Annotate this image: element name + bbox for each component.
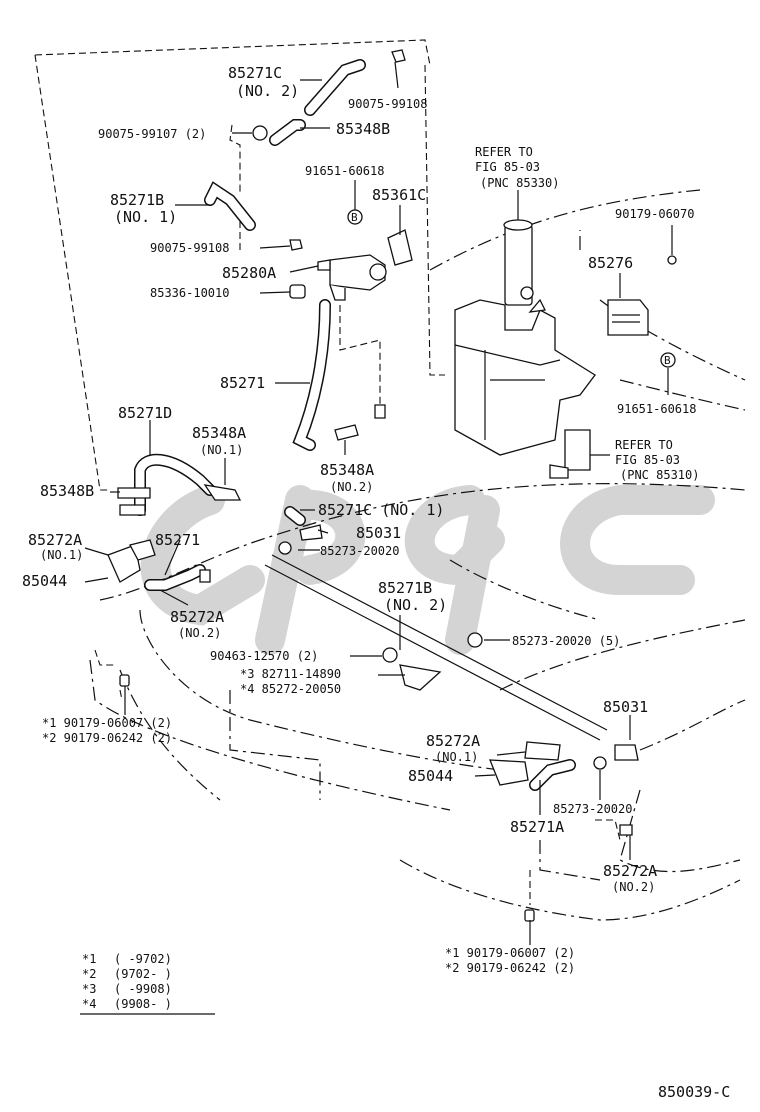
label-85044-right: 85044 xyxy=(408,767,453,785)
label-85273-20020-right: 85273-20020 xyxy=(553,802,632,816)
leader-lines xyxy=(84,61,673,945)
refer-top-line3: (PNC 85330) xyxy=(480,176,559,190)
label-90075-99107: 90075-99107 (2) xyxy=(98,127,206,141)
label-85271b-no1: 85271B xyxy=(110,191,164,209)
washer-tank xyxy=(454,219,596,479)
label-90075-99108-top: 90075-99108 xyxy=(348,97,427,111)
label-85280a: 85280A xyxy=(222,264,276,282)
legend-mark-4: *4 xyxy=(82,997,96,1011)
assembly-boundary xyxy=(34,39,621,905)
label-82711-14890: *3 82711-14890 xyxy=(240,667,341,681)
date-legend: *1 ( -9702) *2 (9702- ) *3 ( -9908) *4 (… xyxy=(80,952,215,1015)
label-85272-20050: *4 85272-20050 xyxy=(240,682,341,696)
label-85272a-no2-left: 85272A xyxy=(170,608,224,626)
svg-text:B: B xyxy=(664,354,671,367)
label-85272a-no1-left: 85272A xyxy=(28,531,82,549)
label-85271c-no1: 85271C (NO. 1) xyxy=(318,501,444,519)
label-85031-mid: 85031 xyxy=(356,524,401,542)
label-85271d: 85271D xyxy=(118,404,172,422)
legend-range-2: (9702- ) xyxy=(114,967,172,981)
label-90463-12570: 90463-12570 (2) xyxy=(210,649,318,663)
label-85348b-top: 85348B xyxy=(336,120,390,138)
legend-range-1: ( -9702) xyxy=(114,952,172,966)
label-91651-60618-top: 91651-60618 xyxy=(305,164,384,178)
label-85271c-no2: 85271C xyxy=(228,64,282,82)
label-91651-60618-right: 91651-60618 xyxy=(617,402,696,416)
label-85031-right: 85031 xyxy=(603,698,648,716)
label-85273-20020-mid: 85273-20020 xyxy=(320,544,399,558)
legend-range-4: (9908- ) xyxy=(114,997,172,1011)
washer-pump: B xyxy=(289,209,413,301)
legend-range-3: ( -9908) xyxy=(114,982,172,996)
label-85044-left: 85044 xyxy=(22,572,67,590)
label-85348a-no1-sub: (NO.1) xyxy=(200,443,243,457)
label-90179-06007-bottom: *1 90179-06007 (2) xyxy=(445,946,575,960)
label-85272a-no2-right: 85272A xyxy=(603,862,657,880)
hoses xyxy=(134,59,608,791)
label-85273-20020-5: 85273-20020 (5) xyxy=(512,634,620,648)
label-90179-06242-left: *2 90179-06242 (2) xyxy=(42,731,172,745)
label-85276: 85276 xyxy=(588,254,633,272)
label-85271b-no2: 85271B xyxy=(378,579,432,597)
label-85348a-no2-sub: (NO.2) xyxy=(330,480,373,494)
label-85271b-no2-sub: (NO. 2) xyxy=(384,596,447,614)
legend-mark-2: *2 xyxy=(82,967,96,981)
label-85348a-no1: 85348A xyxy=(192,424,246,442)
refer-top-line1: REFER TO xyxy=(475,145,533,159)
refer-top-line2: FIG 85-03 xyxy=(475,160,540,174)
label-85272a-no1-left-sub: (NO.1) xyxy=(40,548,83,562)
refer-mid-line3: (PNC 85310) xyxy=(620,468,699,482)
label-90179-06070: 90179-06070 xyxy=(615,207,694,221)
label-85336-10010: 85336-10010 xyxy=(150,286,229,300)
label-85271-left: 85271 xyxy=(155,531,200,549)
label-90179-06007-left: *1 90179-06007 (2) xyxy=(42,716,172,730)
label-85271a: 85271A xyxy=(510,818,564,836)
legend-mark-1: *1 xyxy=(82,952,96,966)
refer-mid-line1: REFER TO xyxy=(615,438,673,452)
refer-mid-line2: FIG 85-03 xyxy=(615,453,680,467)
label-85348b-left: 85348B xyxy=(40,482,94,500)
label-85348a-no2: 85348A xyxy=(320,461,374,479)
svg-text:B: B xyxy=(351,211,358,224)
part-labels: 85271C (NO. 2) 90075-99108 90075-99107 (… xyxy=(22,64,699,975)
label-85272a-no2-right-sub: (NO.2) xyxy=(612,880,655,894)
watermark-logo xyxy=(140,485,715,655)
label-85272a-no1-right-sub: (NO.1) xyxy=(435,750,478,764)
label-85272a-no2-left-sub: (NO.2) xyxy=(178,626,221,640)
label-85271b-no1-sub: (NO. 1) xyxy=(114,208,177,226)
label-90075-99108-mid: 90075-99108 xyxy=(150,241,229,255)
legend-mark-3: *3 xyxy=(82,982,96,996)
label-85272a-no1-right: 85272A xyxy=(426,732,480,750)
level-sensor: B xyxy=(607,255,677,368)
diagram-code: 850039-C xyxy=(658,1083,730,1101)
small-parts xyxy=(107,49,639,922)
label-85361c: 85361C xyxy=(372,186,426,204)
label-90179-06242-bottom: *2 90179-06242 (2) xyxy=(445,961,575,975)
label-85271: 85271 xyxy=(220,374,265,392)
label-85271c-no2-sub: (NO. 2) xyxy=(236,82,299,100)
